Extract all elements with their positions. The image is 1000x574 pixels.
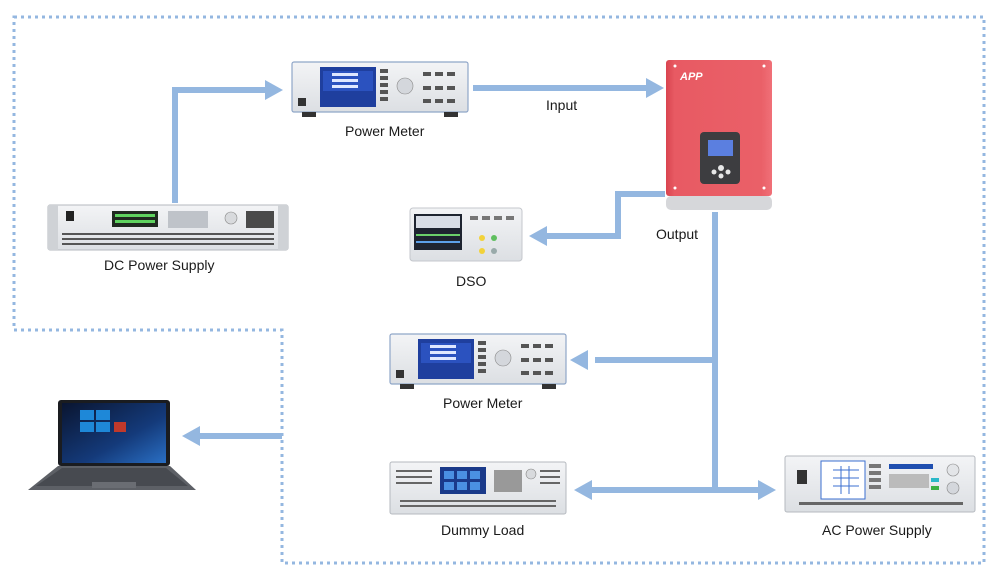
- arrowhead-to-meter-output: [570, 350, 588, 370]
- ac-power-supply-label: AC Power Supply: [822, 522, 932, 538]
- connector-dc-to-meter: [172, 87, 265, 203]
- dummy-load-label: Dummy Load: [441, 522, 525, 538]
- ac-power-supply-icon: [784, 455, 976, 513]
- power-meter-output-icon: [389, 333, 567, 389]
- arrowhead-to-inverter: [646, 78, 664, 98]
- inverter-icon: APP: [666, 60, 772, 210]
- output-edge-label: Output: [656, 226, 699, 242]
- power-meter-output-label: Power Meter: [443, 395, 523, 411]
- connectors: [172, 85, 760, 493]
- svg-text:APP: APP: [679, 71, 703, 83]
- dso-label: DSO: [456, 273, 487, 289]
- dc-power-supply-icon: [47, 204, 289, 251]
- arrowhead-to-load: [574, 480, 592, 500]
- connector-inverter-to-dso: [545, 191, 665, 239]
- test-system-boundary: [12, 15, 986, 565]
- arrowhead-to-laptop: [182, 426, 200, 446]
- dc-power-supply-label: DC Power Supply: [104, 257, 215, 273]
- input-edge-label: Input: [546, 97, 578, 113]
- power-meter-input-label: Power Meter: [345, 123, 425, 139]
- arrowhead-to-dso: [529, 226, 547, 246]
- oscilloscope-icon: [409, 207, 523, 262]
- electronic-load-icon: [389, 461, 567, 515]
- arrowhead-to-meter: [265, 80, 283, 100]
- power-meter-input-icon: [291, 61, 469, 117]
- laptop-icon: [28, 400, 196, 490]
- arrowhead-to-ac-supply: [758, 480, 776, 500]
- arrowheads: [182, 78, 776, 500]
